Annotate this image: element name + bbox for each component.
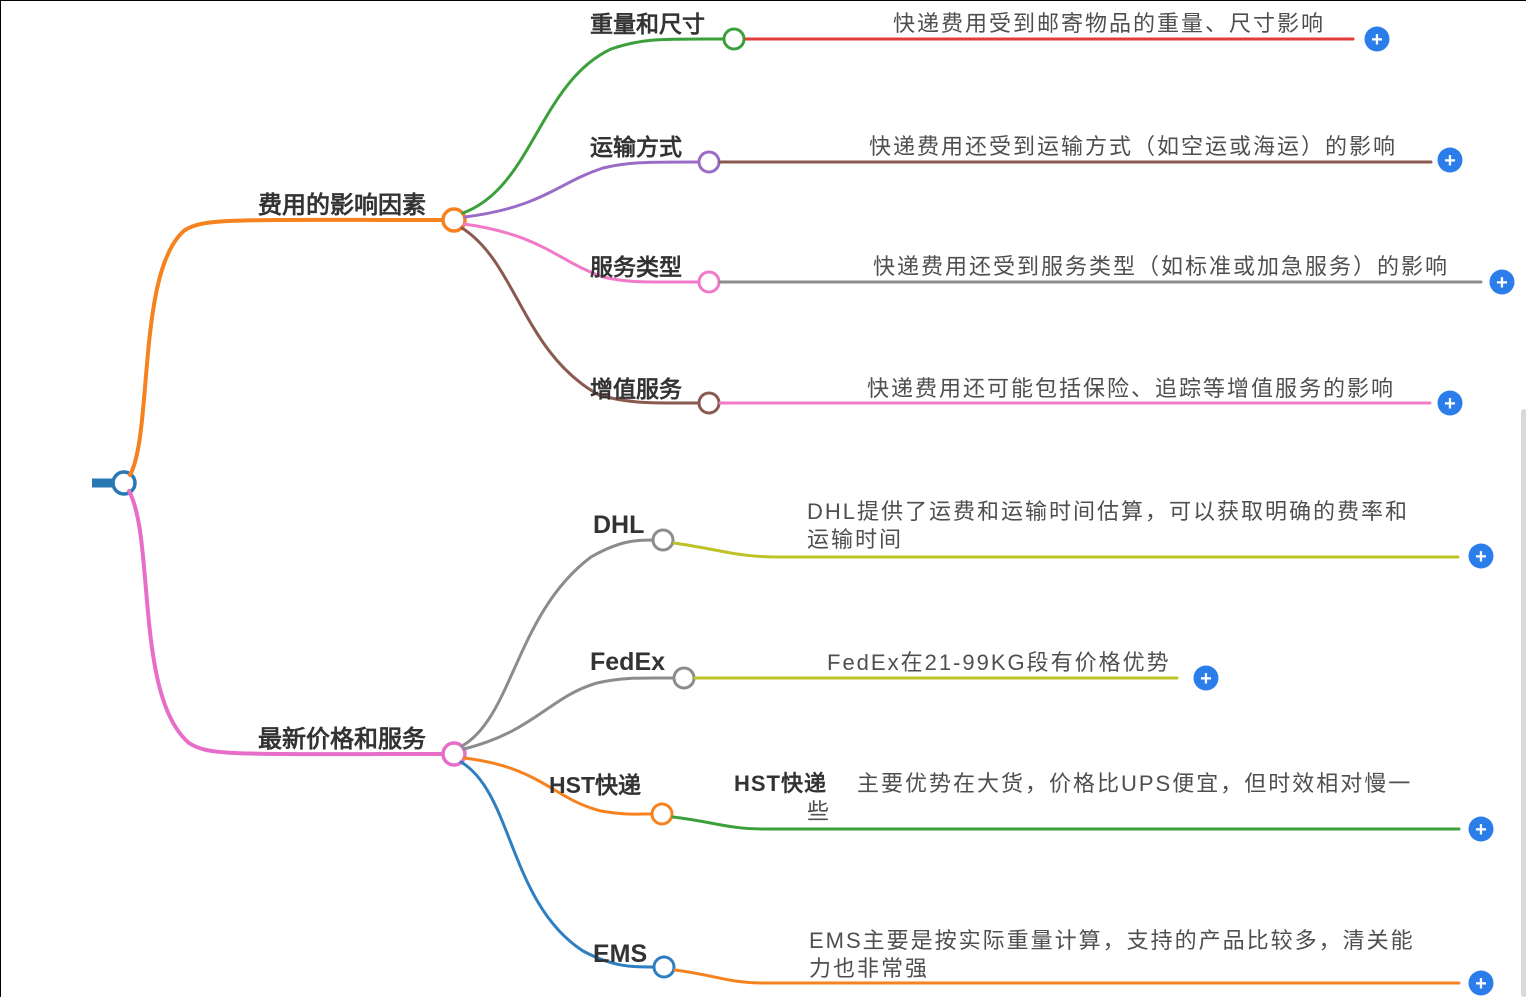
plus-circle[interactable] — [1193, 665, 1219, 691]
branch-line-value-added — [460, 226, 701, 405]
plus-circle[interactable] — [1364, 26, 1390, 52]
plus-icon: + — [1496, 272, 1508, 294]
node-handle-transport-mode[interactable] — [697, 150, 721, 174]
plus-icon: + — [1475, 973, 1487, 995]
plus-circle[interactable] — [1437, 390, 1463, 416]
node-handle-latest-prices[interactable] — [441, 741, 467, 767]
plus-circle[interactable] — [1489, 269, 1515, 295]
add-node-button-ems[interactable]: + — [1468, 970, 1494, 996]
leaf-note-weight-size[interactable]: 快递费用受到邮寄物品的重量、尺寸影响 — [893, 11, 1325, 36]
add-node-button-service-type[interactable]: + — [1489, 269, 1515, 295]
node-handle-service-type[interactable] — [697, 270, 721, 294]
branch-line-dhl — [460, 538, 654, 748]
branch-line-latest-prices — [127, 489, 445, 757]
node-handle-weight-size[interactable] — [722, 27, 746, 51]
node-handle-hst[interactable] — [650, 802, 674, 826]
plus-icon: + — [1475, 546, 1487, 568]
leaf-underline-dhl — [672, 541, 1460, 559]
leaf-note-hst-line2[interactable]: 些 — [807, 799, 831, 824]
node-label-hst[interactable]: HST快递 — [549, 772, 641, 798]
add-node-button-fedex[interactable]: + — [1193, 665, 1219, 691]
branch-line-ems — [459, 760, 655, 969]
plus-circle[interactable] — [1468, 816, 1494, 842]
leaf-note-dhl-line2[interactable]: 运输时间 — [807, 527, 903, 552]
branch-line-fedex — [462, 676, 675, 751]
node-label-cost-factors[interactable]: 费用的影响因素 — [258, 191, 426, 219]
vertical-scrollbar[interactable] — [1521, 409, 1526, 997]
plus-circle[interactable] — [1437, 147, 1463, 173]
add-node-button-transport-mode[interactable]: + — [1437, 147, 1463, 173]
node-label-value-added[interactable]: 增值服务 — [590, 376, 683, 402]
leaf-note-dhl-line1[interactable]: DHL提供了运费和运输时间估算，可以获取明确的费率和 — [807, 499, 1409, 524]
leaf-note-ems-line1[interactable]: EMS主要是按实际重量计算，支持的产品比较多，清关能 — [809, 928, 1415, 953]
node-handle-cost-factors[interactable] — [441, 207, 467, 233]
plus-icon: + — [1200, 668, 1212, 690]
add-node-button-value-added[interactable]: + — [1437, 390, 1463, 416]
node-label-transport-mode[interactable]: 运输方式 — [590, 134, 682, 160]
leaf-note-ems-line2[interactable]: 力也非常强 — [809, 956, 929, 981]
leaf-note-fedex[interactable]: FedEx在21-99KG段有价格优势 — [827, 650, 1171, 675]
branch-line-weight-size — [461, 37, 726, 215]
node-handle-fedex[interactable] — [672, 666, 696, 690]
branch-line-cost-factors — [128, 217, 445, 477]
leaf-note-hst-bold[interactable]: HST快递 — [734, 771, 827, 796]
root-node-handle[interactable] — [111, 470, 137, 496]
plus-circle[interactable] — [1468, 543, 1494, 569]
branch-line-transport-mode — [463, 160, 701, 219]
node-handle-ems[interactable] — [652, 955, 676, 979]
plus-icon: + — [1475, 819, 1487, 841]
leaf-note-value-added[interactable]: 快递费用还可能包括保险、追踪等增值服务的影响 — [867, 376, 1395, 401]
node-handle-value-added[interactable] — [697, 391, 721, 415]
leaf-underline-hst — [671, 815, 1461, 831]
node-label-service-type[interactable]: 服务类型 — [590, 254, 682, 280]
node-label-latest-prices[interactable]: 最新价格和服务 — [258, 725, 427, 753]
leaf-note-transport-mode[interactable]: 快递费用还受到运输方式（如空运或海运）的影响 — [869, 134, 1397, 159]
add-node-button-weight-size[interactable]: + — [1364, 26, 1390, 52]
add-node-button-hst[interactable]: + — [1468, 816, 1494, 842]
plus-icon: + — [1371, 29, 1383, 51]
node-label-ems[interactable]: EMS — [593, 940, 647, 968]
plus-icon: + — [1444, 393, 1456, 415]
add-node-button-dhl[interactable]: + — [1468, 543, 1494, 569]
leaf-underline-ems — [673, 968, 1461, 985]
node-label-dhl[interactable]: DHL — [593, 511, 644, 539]
plus-circle[interactable] — [1468, 970, 1494, 996]
branch-line-service-type — [462, 222, 701, 284]
branch-line-hst — [462, 756, 653, 816]
plus-icon: + — [1444, 150, 1456, 172]
leaf-note-hst-line1[interactable]: 主要优势在大货，价格比UPS便宜，但时效相对慢一 — [857, 771, 1412, 796]
node-label-fedex[interactable]: FedEx — [590, 648, 665, 676]
node-handle-dhl[interactable] — [651, 528, 675, 552]
leaf-note-service-type[interactable]: 快递费用还受到服务类型（如标准或加急服务）的影响 — [873, 254, 1449, 279]
node-label-weight-size[interactable]: 重量和尺寸 — [590, 11, 705, 37]
